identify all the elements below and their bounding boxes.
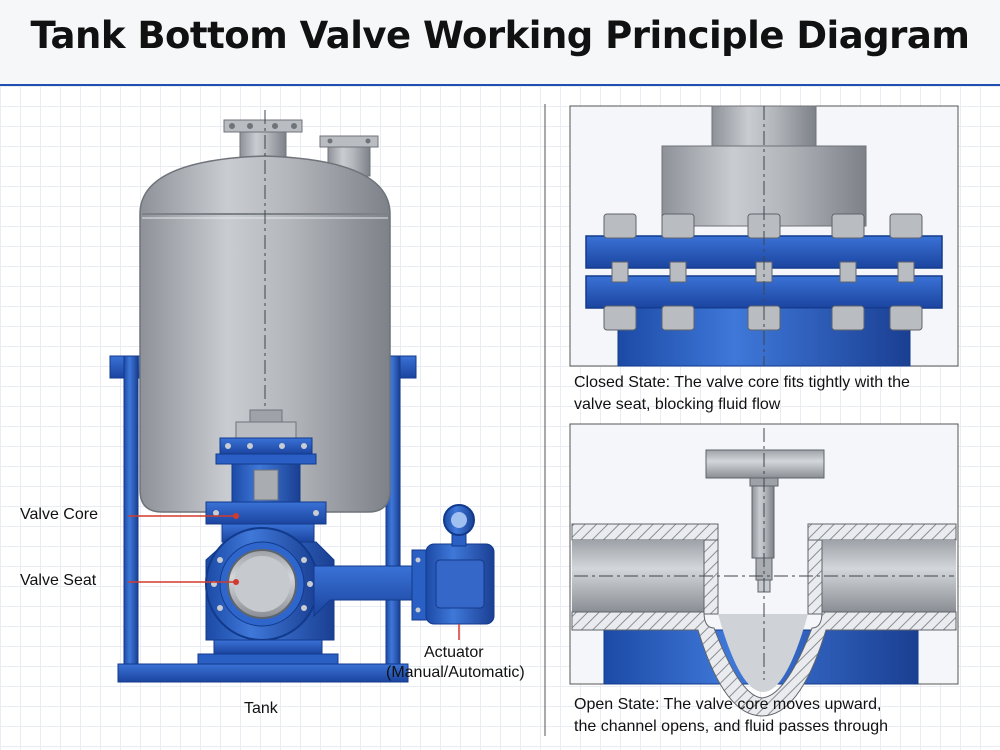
actuator bbox=[411, 504, 495, 625]
valve-bonnet bbox=[205, 409, 327, 525]
page-title: Tank Bottom Valve Working Principle Diag… bbox=[30, 14, 970, 57]
open-state-caption: Open State: The valve core moves upward,… bbox=[574, 694, 984, 738]
open-caption-line-1: Open State: The valve core moves upward, bbox=[574, 696, 882, 713]
closed-caption-line-2: valve seat, blocking fluid flow bbox=[574, 396, 781, 413]
valve-seat-label: Valve Seat bbox=[20, 572, 97, 589]
actuator-label: Actuator bbox=[424, 644, 484, 661]
outlet-pipe bbox=[313, 565, 415, 618]
actuator-mode-label: (Manual/Automatic) bbox=[386, 664, 525, 681]
tank-assembly bbox=[109, 110, 495, 683]
open-state-panel bbox=[569, 423, 959, 717]
closed-state-caption: Closed State: The valve core fits tightl… bbox=[574, 372, 984, 416]
tank-label: Tank bbox=[244, 700, 278, 717]
closed-state-panel bbox=[569, 105, 959, 367]
open-caption-line-2: the channel opens, and fluid passes thro… bbox=[574, 718, 889, 735]
tank-shell bbox=[139, 155, 391, 513]
closed-caption-line-1: Closed State: The valve core fits tightl… bbox=[574, 374, 910, 391]
leader-lines bbox=[128, 513, 460, 640]
valve-body bbox=[197, 523, 339, 665]
title-bar bbox=[0, 0, 1000, 86]
valve-core-label: Valve Core bbox=[20, 506, 98, 523]
